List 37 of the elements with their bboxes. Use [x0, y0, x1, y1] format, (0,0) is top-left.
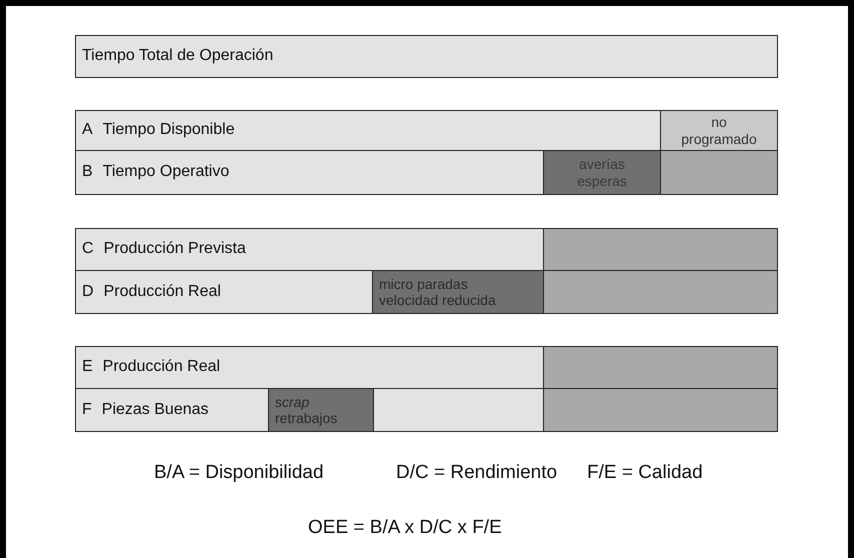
bar-label: Producción Real: [104, 282, 221, 302]
row-letter: A: [82, 121, 93, 140]
time-bar-segment: [543, 346, 778, 389]
row-letter: F: [82, 400, 92, 420]
bar-label: Producción Real: [102, 358, 220, 377]
loss-segment: [543, 150, 661, 195]
time-bar-segment: [543, 388, 778, 432]
loss-label: micro paradas velocidad reducida: [379, 276, 497, 308]
formula-text: F/E = Calidad: [587, 462, 703, 484]
bar-label: Tiempo Disponible: [102, 121, 235, 140]
row-letter: C: [82, 240, 94, 259]
time-bar: [75, 150, 544, 195]
bar-label: Tiempo Operativo: [102, 163, 230, 182]
loss-segment: [372, 270, 544, 314]
loss-label: no programado: [681, 114, 757, 147]
time-bar-segment: [660, 150, 778, 195]
time-bar: [75, 110, 661, 151]
bar-label: Tiempo Total de Operación: [82, 47, 274, 66]
time-bar: [75, 346, 544, 389]
time-bar: [75, 270, 373, 314]
row-letter: B: [82, 163, 93, 182]
time-bar: [75, 228, 544, 271]
row-letter: D: [82, 282, 94, 302]
loss-segment: [660, 110, 778, 151]
formula-text: OEE = B/A x D/C x F/E: [308, 517, 502, 539]
time-bar-segment: [543, 228, 778, 271]
time-bar: [75, 388, 269, 432]
formula-text: D/C = Rendimiento: [396, 462, 558, 484]
time-bar: [75, 35, 778, 78]
row-letter: E: [82, 358, 93, 377]
time-bar-segment: [373, 388, 544, 432]
bar-label: Producción Prevista: [104, 240, 246, 259]
bar-label: Piezas Buenas: [102, 400, 209, 420]
formula-text: B/A = Disponibilidad: [154, 462, 324, 484]
loss-label: scrap retrabajos: [275, 394, 338, 426]
loss-segment: [268, 388, 374, 432]
time-bar-segment: [543, 270, 778, 314]
